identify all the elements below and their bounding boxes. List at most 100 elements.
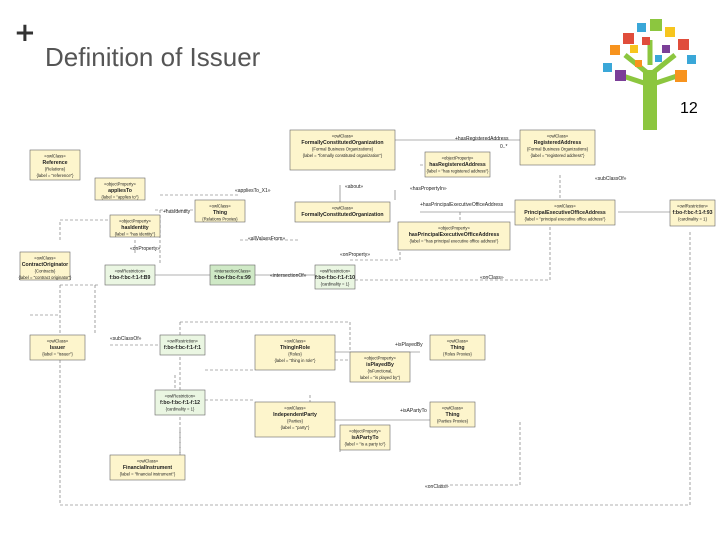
box-text: «owlRestriction»	[167, 339, 198, 344]
box-name: Thing	[450, 345, 464, 351]
box-frame	[514, 199, 616, 226]
edge-label: «appliesTo_X1»	[235, 188, 271, 194]
box-issuer: «owlClass»Issuer{label = "issuer"}	[29, 334, 86, 361]
box-frame	[29, 149, 81, 181]
box-applies-to: «objectProperty»appliesTo{label = "appli…	[94, 177, 146, 201]
edge-label: «about»	[345, 184, 363, 190]
box-text: {label = "financial instrument"}	[120, 472, 176, 477]
box-name: hasPrincipalExecutiveOfficeAddress	[409, 232, 500, 238]
box-text: «owlClass»	[47, 339, 69, 344]
box-thing-relations: «owlClass»Thing{Relations Proxies}	[194, 199, 246, 223]
box-text: «objectProperty»	[438, 226, 470, 231]
edge-label: «onProperty»	[130, 246, 160, 252]
box-frame	[104, 264, 156, 286]
box-frame	[159, 334, 206, 356]
box-name: f:bo-f:bc-f:1-f:93	[672, 210, 712, 216]
box-restriction-1: «owlRestriction»f:bo-f:bc-f:1-f:B9	[104, 264, 156, 286]
box-formally-constituted: «owlClass»FormallyConstitutedOrganizatio…	[289, 129, 396, 171]
box-frame	[429, 334, 486, 361]
box-text: {label = "is a party to"}	[344, 442, 386, 447]
box-text: {label = "party"}	[281, 425, 310, 430]
box-financial-instrument: «owlClass»FinancialInstrument{label = "f…	[109, 454, 186, 481]
box-name: f:bo-f:bc-f:1-f:12	[160, 400, 200, 406]
edge-labels: +hasRegisteredAddress0..*«subClassOf»«ab…	[110, 136, 627, 490]
box-is-played-by: «objectProperty»isPlayedBy{isFunctional,…	[349, 351, 411, 383]
box-name: RegisteredAddress	[534, 140, 582, 146]
box-frame	[109, 214, 161, 238]
box-name: isAPartyTo	[351, 435, 378, 441]
box-frame	[29, 334, 86, 361]
box-text: {Formal Business Organizations}	[527, 147, 589, 152]
diagram-boxes: «owlClass»Reference{Relations}{label = "…	[19, 129, 716, 481]
box-has-principal-exec: «objectProperty»hasPrincipalExecutiveOff…	[397, 221, 511, 251]
box-reference: «owlClass»Reference{Relations}{label = "…	[29, 149, 81, 181]
box-is-a-party-to: «objectProperty»isAPartyTo{label = "is a…	[339, 424, 391, 451]
edge-label: «allValuesFrom»	[248, 236, 285, 242]
box-name: f:bo-f:bc-f:1-f:10	[315, 275, 355, 281]
box-text: «owlClass»	[447, 339, 469, 344]
box-text: {Parties Proxies}	[437, 419, 469, 424]
box-frame	[194, 199, 246, 223]
box-text: {isFunctional,	[368, 369, 393, 374]
box-text: «objectProperty»	[364, 356, 396, 361]
box-text: {cardinality = 1}	[166, 407, 195, 412]
box-text: «owlClass»	[332, 134, 354, 139]
box-text: {cardinality = 1}	[678, 217, 707, 222]
box-name: FormallyConstitutedOrganization	[301, 212, 383, 218]
edge-label: «intersectionOf»	[270, 273, 307, 279]
bullet-plus-icon: +	[14, 18, 36, 48]
box-restriction-3: «owlRestriction»f:bo-f:bc-f:1-f:93{cardi…	[669, 199, 716, 227]
box-frame	[294, 201, 391, 223]
box-frame	[254, 334, 336, 371]
box-name: Thing	[445, 412, 459, 418]
box-text: {label = "principal executive office add…	[525, 217, 607, 222]
box-frame	[254, 401, 336, 438]
box-name: hasRegisteredAddress	[429, 162, 486, 168]
box-frame	[314, 264, 356, 290]
edge-label: 0..*	[500, 144, 508, 150]
box-text: label = "is played by"}	[360, 375, 401, 380]
box-text: {Roles}	[288, 352, 302, 357]
box-registered-address: «owlClass»RegisteredAddress{Formal Busin…	[519, 129, 596, 166]
box-restriction-4: «owlRestriction»f:bo-f:bc-f:1-f:1	[159, 334, 206, 356]
box-text: {Formal Business Organizations}	[312, 147, 374, 152]
box-text: «owlClass»	[34, 256, 56, 261]
box-restriction-2: «owlRestriction»f:bo-f:bc-f:1-f:10{cardi…	[314, 264, 356, 290]
box-text: «objectProperty»	[349, 429, 381, 434]
box-text: «owlClass»	[284, 406, 306, 411]
box-independent-party: «owlClass»IndependentParty{Parties}{labe…	[254, 401, 336, 438]
box-text: {label = "contract originator"}	[19, 275, 73, 280]
box-name: FormallyConstitutedOrganization	[301, 140, 383, 146]
box-frame	[109, 454, 186, 481]
box-name: ThingInRole	[280, 345, 310, 351]
box-thing-parties: «owlClass»Thing{Parties Proxies}	[429, 401, 476, 428]
box-frame	[209, 264, 256, 286]
box-text: «owlClass»	[547, 134, 569, 139]
box-frame	[397, 221, 511, 251]
edge-label: +isPlayedBy	[395, 342, 423, 348]
box-text: «owlClass»	[332, 206, 354, 211]
edge-label: +hasIdentity	[163, 209, 191, 215]
box-restriction-5: «owlRestriction»f:bo-f:bc-f:1-f:12{cardi…	[154, 389, 206, 416]
box-frame	[424, 151, 491, 178]
box-text: «owlClass»	[554, 204, 576, 209]
box-text: {label = "formally constituted organizat…	[303, 153, 383, 158]
box-frame	[19, 251, 71, 281]
box-has-identity: «objectProperty»hasIdentity{label = "has…	[109, 214, 161, 238]
box-text: {Contracts}	[35, 269, 56, 274]
box-principal-exec: «owlClass»PrincipalExecutiveOfficeAddres…	[514, 199, 616, 226]
box-text: {label = "issuer"}	[42, 352, 73, 357]
box-name: appliesTo	[108, 188, 132, 194]
box-text: «objectProperty»	[104, 182, 136, 187]
edge-label: +hasPrincipalExecutiveOfficeAddress	[420, 202, 504, 208]
box-has-registered-address: «objectProperty»hasRegisteredAddress{lab…	[424, 151, 491, 178]
box-text: {label = "registered address"}	[530, 153, 585, 158]
box-name: IndependentParty	[273, 412, 317, 418]
box-name: f:bo-f:bc-f:1-f:B9	[110, 275, 151, 281]
box-text: {label = "has identity"}	[115, 232, 156, 237]
page-number: 12	[680, 100, 698, 117]
tree-logo-icon	[603, 19, 696, 130]
edge-label: «hasPropertyIn»	[410, 186, 447, 192]
box-text: {Relations Proxies}	[202, 217, 238, 222]
